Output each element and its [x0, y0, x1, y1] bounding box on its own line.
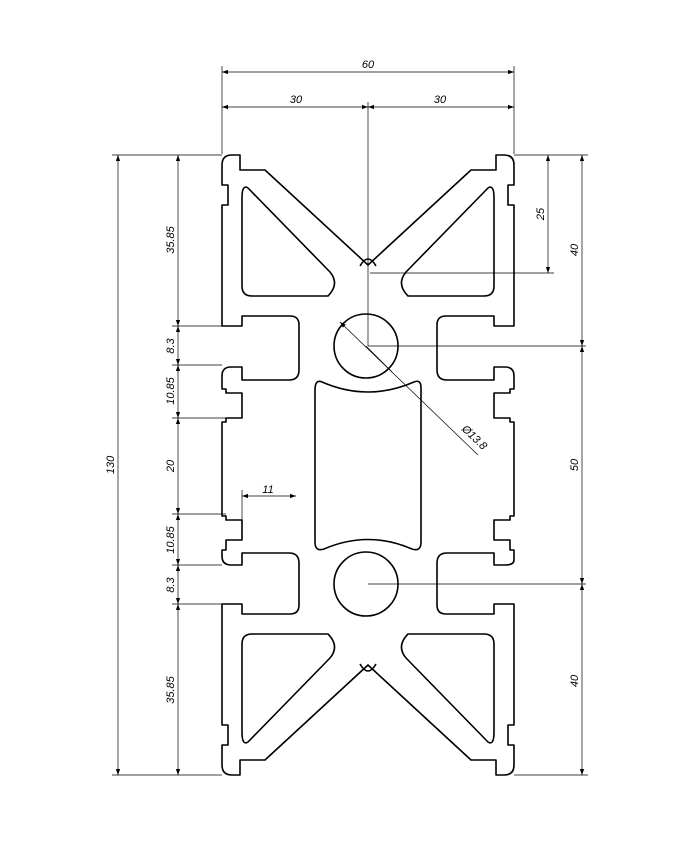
dim-label-40-bottom: 40 — [569, 674, 581, 687]
dim-left-chain: 35.85 8.3 10.85 20 10.85 8.3 35.85 — [165, 155, 226, 775]
dim-label-diameter: Ø13.8 — [458, 422, 489, 453]
dim-label-25: 25 — [535, 207, 547, 221]
dim-half-widths: 30 30 — [222, 94, 514, 346]
cavity-top-right — [400, 186, 495, 297]
dim-label-8-3-top: 8.3 — [165, 337, 177, 353]
dim-label-20: 20 — [165, 459, 177, 473]
profile-outer-outline — [221, 154, 515, 776]
cavity-top-left — [241, 186, 336, 297]
dim-right-chain: 40 50 40 — [514, 155, 588, 776]
dim-label-40-top: 40 — [569, 243, 581, 256]
dim-label-10-85-bottom: 10.85 — [165, 525, 177, 553]
notch-bottom — [359, 663, 377, 672]
dim-overall-width: 60 — [221, 59, 515, 154]
dim-right-inner: 25 — [370, 154, 588, 274]
dim-label-35-85-bottom: 35.85 — [165, 675, 177, 703]
dim-label-30-left: 30 — [290, 94, 303, 106]
dim-label-30-right: 30 — [434, 94, 447, 106]
cavity-bottom-right — [400, 633, 495, 744]
dim-label-10-85-top: 10.85 — [165, 376, 177, 404]
dim-label-60: 60 — [362, 59, 375, 71]
dim-label-8-3-bottom: 8.3 — [165, 576, 177, 592]
dim-label-130: 130 — [105, 455, 117, 474]
dim-label-35-85-top: 35.85 — [165, 225, 177, 253]
dim-bore-diameter: Ø13.8 — [339, 321, 490, 456]
dim-label-50: 50 — [569, 458, 581, 471]
dim-overall-height: 130 — [105, 154, 222, 776]
cavity-bottom-left — [241, 633, 336, 744]
dim-slot-depth: 11 — [241, 484, 296, 520]
dim-label-11: 11 — [262, 484, 273, 496]
cavity-center — [314, 380, 422, 551]
